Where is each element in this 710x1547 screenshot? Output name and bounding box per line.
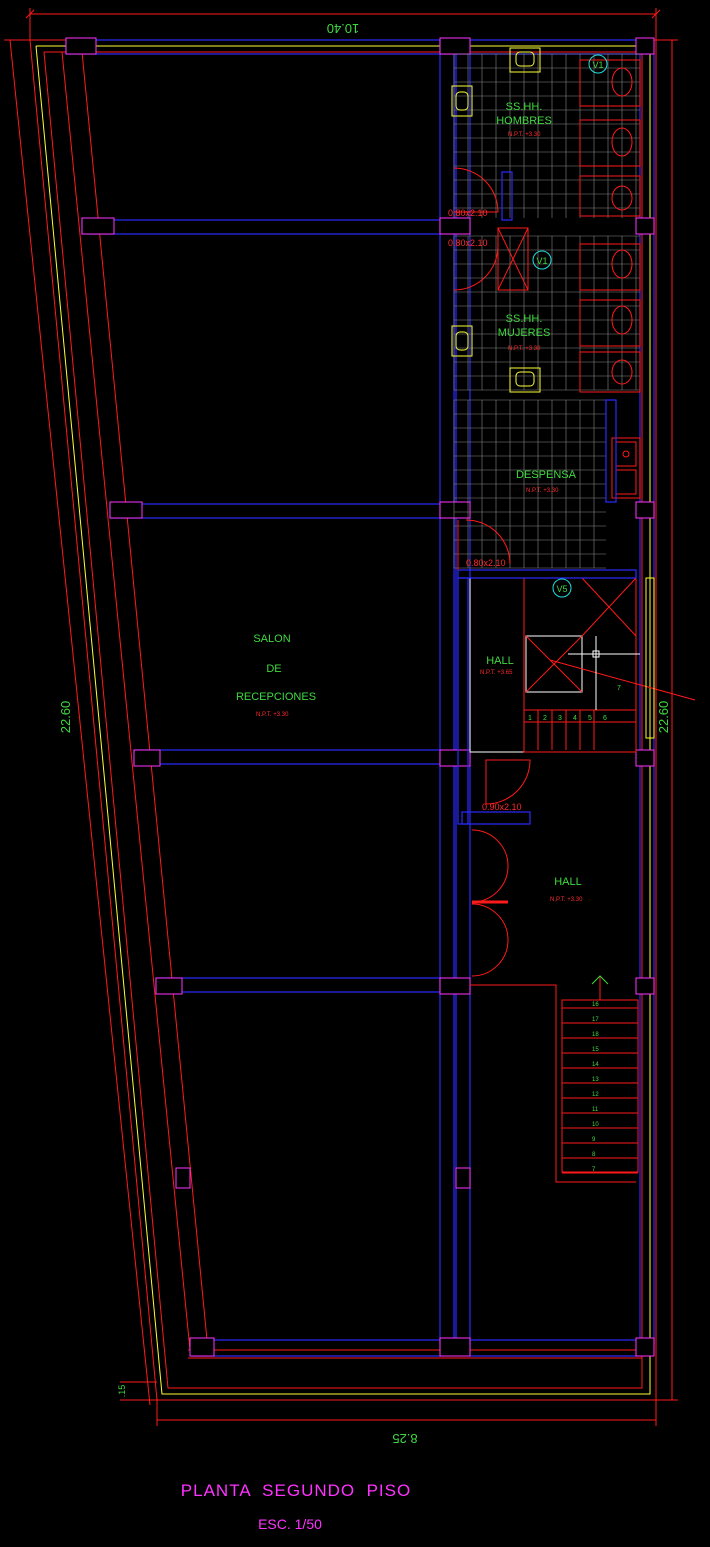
lower-stair-numbers: 16 17 18 15 14 13 12 11 10 9 8 7: [592, 1002, 599, 1173]
doors: [453, 167, 531, 977]
lower-stair-number: 13: [592, 1077, 599, 1083]
bathroom-fixtures: [451, 47, 641, 503]
lower-stair-number: 9: [592, 1137, 596, 1143]
upper-stair-number: 4: [573, 715, 577, 722]
upper-stair-number: 3: [558, 715, 562, 722]
room-hombres-line1: SS.HH.: [506, 101, 543, 113]
door-label-1: 0.80x2.10: [448, 208, 488, 218]
door-label-4: 0.90x2.10: [482, 802, 522, 812]
drawing-title: PLANTA SEGUNDO PISO: [181, 1481, 411, 1500]
room-mujeres-line2: MUJERES: [498, 327, 551, 339]
dimension-lines: [4, 8, 678, 1426]
lower-stair-number: 10: [592, 1122, 599, 1128]
window-tag-v1-top: V1: [592, 60, 603, 70]
partitions: [457, 171, 637, 825]
room-despensa-level: N.P.T. +3.30: [526, 488, 559, 494]
upper-stair-number: 7: [617, 685, 621, 692]
tile-grids: [453, 53, 640, 569]
room-salon-line3: RECEPCIONES: [236, 691, 316, 703]
upper-stair: [469, 577, 696, 753]
room-hall-upper-level: N.P.T. +3.65: [480, 670, 513, 676]
lower-stair: [470, 975, 639, 1183]
columns: [65, 37, 655, 1357]
room-hombres-level: N.P.T. +3.30: [508, 132, 541, 138]
drawing-scale: ESC. 1/50: [258, 1516, 322, 1532]
window-tag-v1-mid: V1: [536, 256, 547, 266]
lower-stair-number: 12: [592, 1092, 599, 1098]
upper-stair-number: 1: [528, 715, 532, 722]
lower-stair-number: 7: [592, 1167, 596, 1173]
upper-stair-number: 2: [543, 715, 547, 722]
room-salon-level: N.P.T. +3.30: [256, 712, 289, 718]
lower-stair-number: 17: [592, 1017, 599, 1023]
room-salon-line1: SALON: [253, 633, 290, 645]
room-despensa-name: DESPENSA: [516, 469, 577, 481]
room-hall-lower-name: HALL: [554, 876, 582, 888]
dim-bottom-width: 8.25: [392, 1431, 417, 1446]
door-label-2: 0.80x2.10: [448, 238, 488, 248]
room-mujeres-level: N.P.T. +3.30: [508, 346, 541, 352]
window-tag-v5: V5: [556, 584, 567, 594]
door-label-3: 0.80x2.10: [466, 558, 506, 568]
upper-stair-numbers: 1 2 3 4 5 6 7: [528, 685, 621, 722]
lower-stair-number: 14: [592, 1062, 599, 1068]
outer-walls: [29, 39, 657, 1401]
lower-stair-number: 18: [592, 1032, 599, 1038]
kitchen-sink-icon: [611, 437, 641, 499]
sink-icon: [451, 85, 473, 117]
sink-icon: [509, 367, 541, 393]
dim-corner-small: .15: [117, 1385, 127, 1398]
sink-icon: [451, 325, 473, 357]
upper-stair-number: 6: [603, 715, 607, 722]
lower-stair-number: 8: [592, 1152, 596, 1158]
lower-stair-number: 15: [592, 1047, 599, 1053]
room-hall-upper-name: HALL: [486, 655, 514, 667]
sink-icon: [509, 47, 541, 73]
room-mujeres-line1: SS.HH.: [506, 313, 543, 325]
room-hall-lower-level: N.P.T. +3.30: [550, 897, 583, 903]
lower-stair-number: 11: [592, 1107, 599, 1113]
room-hombres-line2: HOMBRES: [496, 115, 552, 127]
upper-stair-number: 5: [588, 715, 592, 722]
dim-top-width: 10.40: [327, 21, 360, 36]
dim-left-height: 22.60: [58, 701, 73, 734]
lower-stair-number: 16: [592, 1002, 599, 1008]
room-salon-line2: DE: [266, 663, 281, 675]
dim-right-height: 22.60: [656, 701, 671, 734]
